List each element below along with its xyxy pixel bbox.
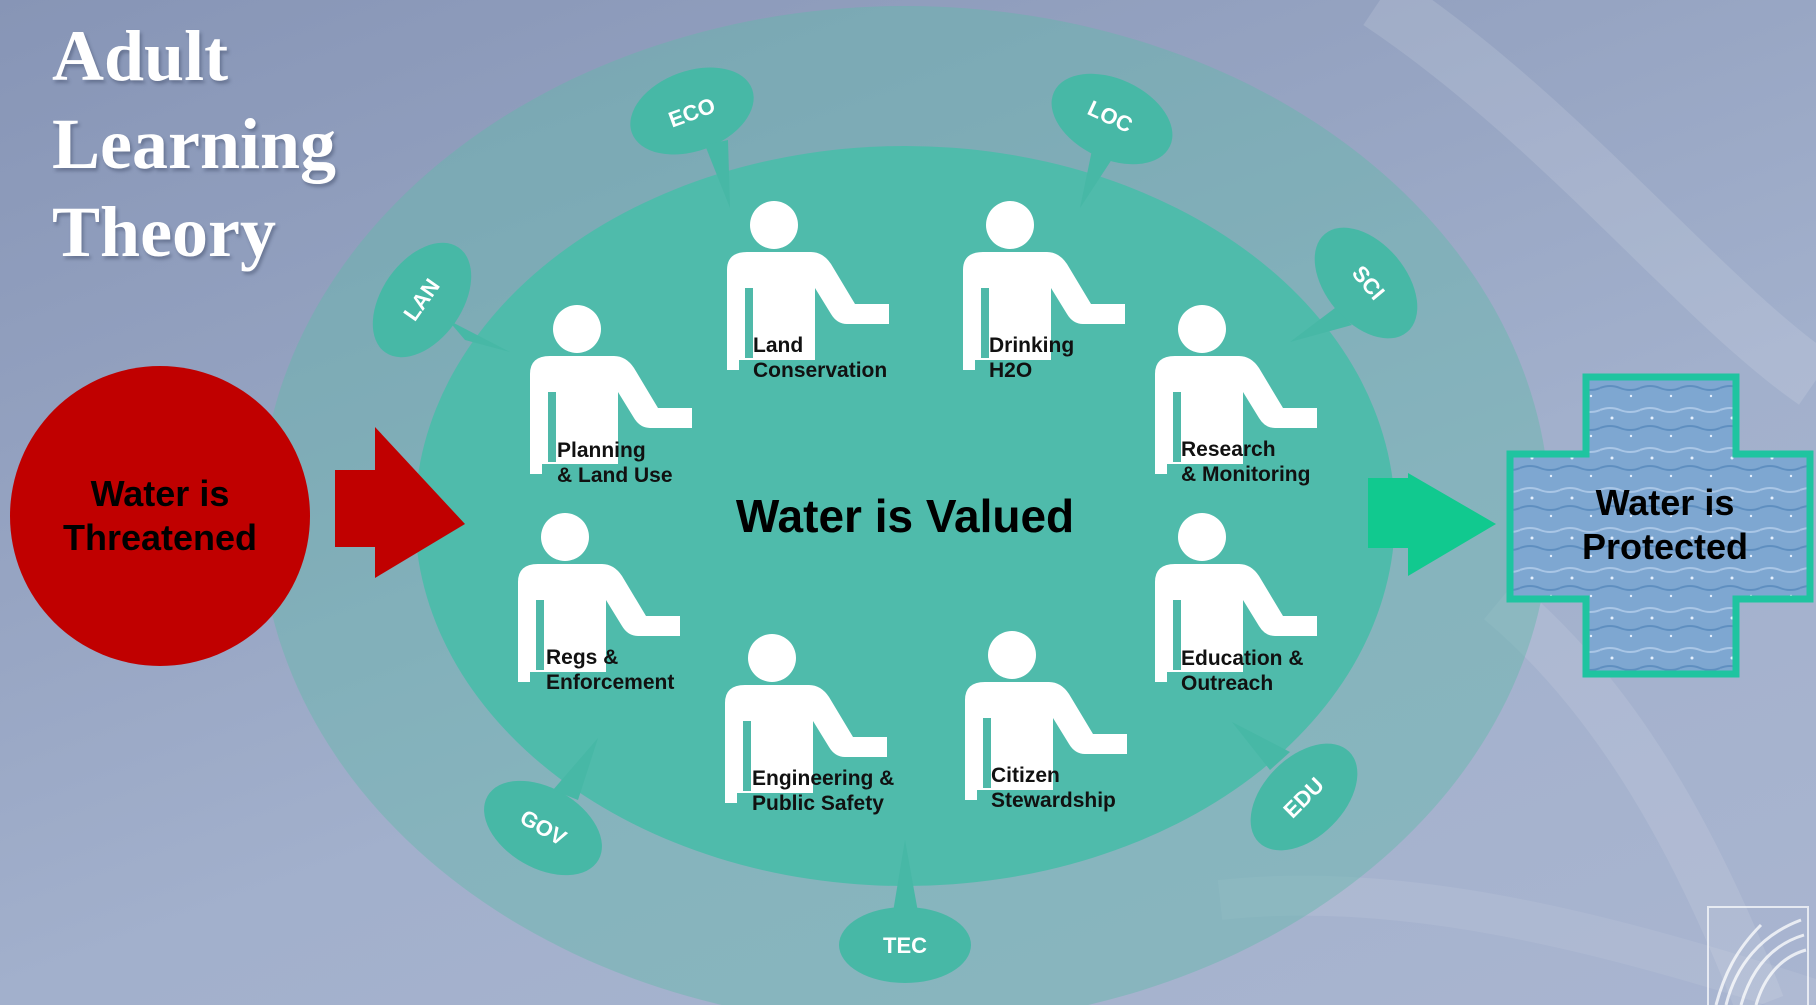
threatened-circle [10,366,310,666]
title-line-3: Theory [52,192,276,272]
title-line-2: Learning [52,104,337,184]
page-title: Adult Learning Theory [52,12,336,276]
center-label: Water is Valued [735,490,1075,542]
bubble-loc [1051,73,1173,208]
label-education: Education &Outreach [1181,647,1304,695]
bubble-gov [484,738,602,876]
inner-ellipse [415,146,1395,886]
label-regs: Regs &Enforcement [546,646,675,694]
protected-label: Water is Protected [1581,482,1749,567]
label-engineering: Engineering &Public Safety [752,767,895,815]
bubble-tec [839,840,971,983]
bubble-label-tec: TEC [883,933,927,958]
bubble-sci [1290,227,1418,342]
label-research: Research& Monitoring [1181,438,1311,486]
logo-icon [1707,906,1809,1005]
threatened-label: Water is Threatened [62,473,258,558]
bubble-lan [372,242,510,358]
bubble-eco [630,67,754,208]
red-arrow [335,427,465,578]
bubble-edu [1232,722,1358,851]
protected-cross [1506,373,1814,678]
green-arrow [1368,473,1496,576]
label-planning: Planning& Land Use [557,439,673,487]
title-line-1: Adult [52,16,229,96]
